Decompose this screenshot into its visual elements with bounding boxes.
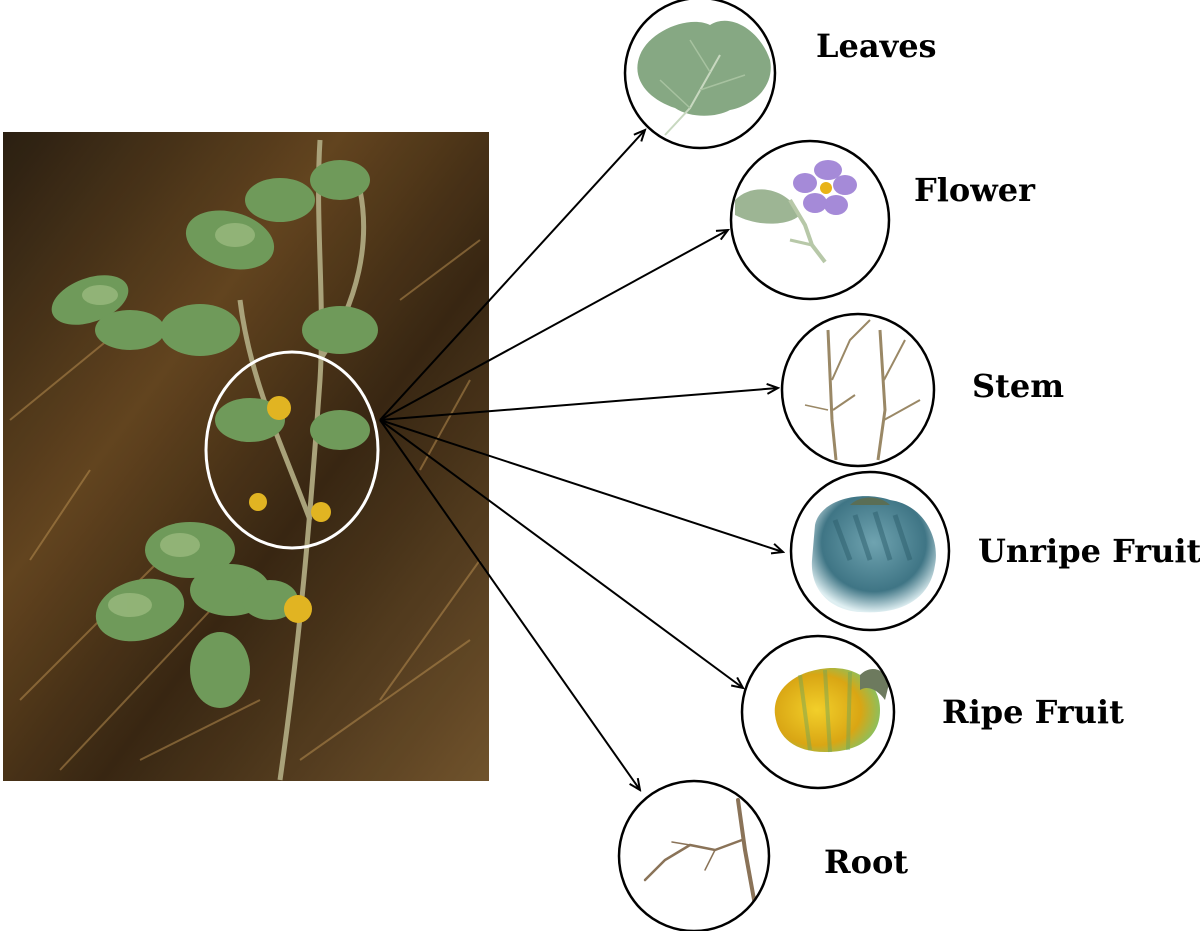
unripe-fruit-icon — [812, 496, 936, 612]
label-stem: Stem — [972, 370, 1064, 402]
unripe-fruit-circle — [791, 472, 949, 630]
flower-circle — [731, 141, 889, 299]
label-unripe-fruit: Unripe Fruit — [978, 535, 1200, 567]
stem-circle — [782, 314, 934, 466]
label-ripe-fruit: Ripe Fruit — [942, 696, 1124, 728]
label-root: Root — [824, 846, 908, 878]
label-flower: Flower — [914, 174, 1035, 206]
plant-photo — [3, 132, 489, 781]
ripe-fruit-circle — [742, 636, 894, 788]
label-leaves: Leaves — [816, 30, 937, 62]
leaves-circle — [625, 0, 775, 148]
root-circle — [619, 781, 769, 931]
